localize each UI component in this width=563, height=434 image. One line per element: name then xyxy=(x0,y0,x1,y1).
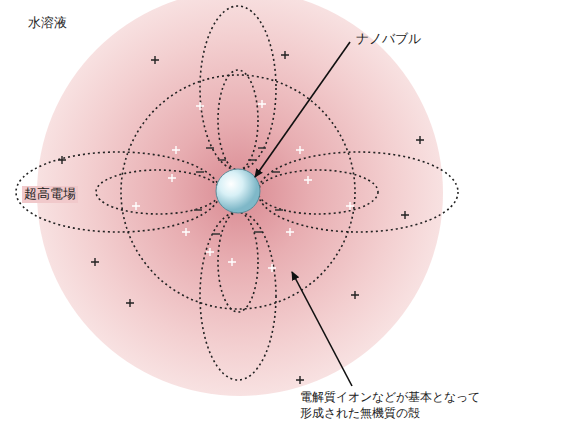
minus-ion xyxy=(196,171,204,173)
plus-ion xyxy=(168,174,176,182)
shell-note: 電解質イオンなどが基本となって 形成された無機質の殻 xyxy=(300,390,490,421)
plus-ion xyxy=(172,146,180,154)
minus-ion xyxy=(254,231,262,233)
plus-ion xyxy=(258,100,266,108)
minus-ion xyxy=(194,209,202,211)
plus-ion xyxy=(296,146,304,154)
plus-ion xyxy=(304,176,312,184)
nanobubble xyxy=(216,169,260,213)
ion-symbols xyxy=(58,51,424,384)
callout-label-box: ナノバブル xyxy=(356,28,421,48)
plus-ion xyxy=(351,291,359,299)
plus-ion xyxy=(206,248,214,256)
minus-ion xyxy=(258,147,266,149)
leader-line xyxy=(255,42,350,177)
plus-ion xyxy=(58,156,66,164)
minus-ion xyxy=(206,147,214,149)
plus-ion xyxy=(296,376,304,384)
plus-ion xyxy=(286,228,294,236)
field-lines xyxy=(16,6,458,380)
minus-ion xyxy=(275,209,283,211)
callout-label: ナノバブル xyxy=(356,31,421,48)
plus-ion xyxy=(126,299,134,307)
plus-ion xyxy=(346,202,354,210)
medium-label-box: 水溶液 xyxy=(28,12,67,32)
leader-line xyxy=(292,272,352,386)
minus-ion xyxy=(248,159,256,161)
plus-ion xyxy=(196,102,204,110)
plus-ion xyxy=(268,264,276,272)
plus-ion xyxy=(151,56,159,64)
plus-ion xyxy=(132,202,140,210)
plus-ion xyxy=(281,51,289,59)
field-label-box: 超高電場 xyxy=(22,183,78,203)
shell-note-box: 電解質イオンなどが基本となって 形成された無機質の殻 xyxy=(300,390,490,421)
plus-ion xyxy=(228,258,236,266)
plus-ion xyxy=(416,136,424,144)
minus-ion xyxy=(272,171,280,173)
plus-ion xyxy=(182,228,190,236)
plus-ion xyxy=(91,258,99,266)
minus-ion xyxy=(218,159,226,161)
solution-region xyxy=(37,0,443,396)
field-label: 超高電場 xyxy=(22,186,78,203)
plus-ion xyxy=(401,211,409,219)
medium-label: 水溶液 xyxy=(28,15,67,32)
minus-ion xyxy=(212,233,220,235)
